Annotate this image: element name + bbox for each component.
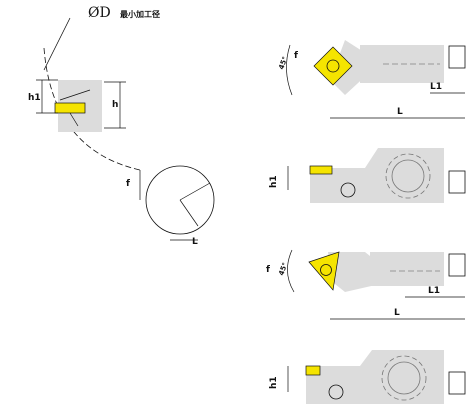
diameter-note: 最小加工径	[120, 9, 160, 19]
view-2: h1	[269, 148, 466, 203]
view-3-L: L	[394, 308, 400, 318]
view-1-angle: 45°	[277, 55, 289, 70]
min-diameter-arc	[43, 47, 141, 171]
diameter-symbol: ØD	[88, 5, 111, 21]
view-3-f: f	[266, 265, 270, 275]
left-tool-detail: h1 h	[28, 79, 126, 132]
view-3: 45° f L1 L	[266, 249, 466, 320]
left-circle-view: f L	[126, 165, 215, 247]
view-4: h1	[269, 350, 466, 404]
view-1: 45° f L1 L	[277, 40, 466, 119]
view-1-L: L	[397, 107, 403, 117]
view-2-h1: h1	[269, 175, 279, 188]
dim-f-left: f	[126, 179, 130, 189]
dim-h1: h1	[28, 93, 41, 103]
view-4-h1: h1	[269, 376, 279, 389]
view-1-L1: L1	[430, 82, 442, 92]
dim-L-left: L	[192, 237, 198, 247]
view-1-f: f	[294, 51, 298, 61]
min-diameter-callout: ØD 最小加工径	[43, 5, 160, 71]
dim-h: h	[112, 100, 118, 110]
view-3-L1: L1	[428, 286, 440, 296]
